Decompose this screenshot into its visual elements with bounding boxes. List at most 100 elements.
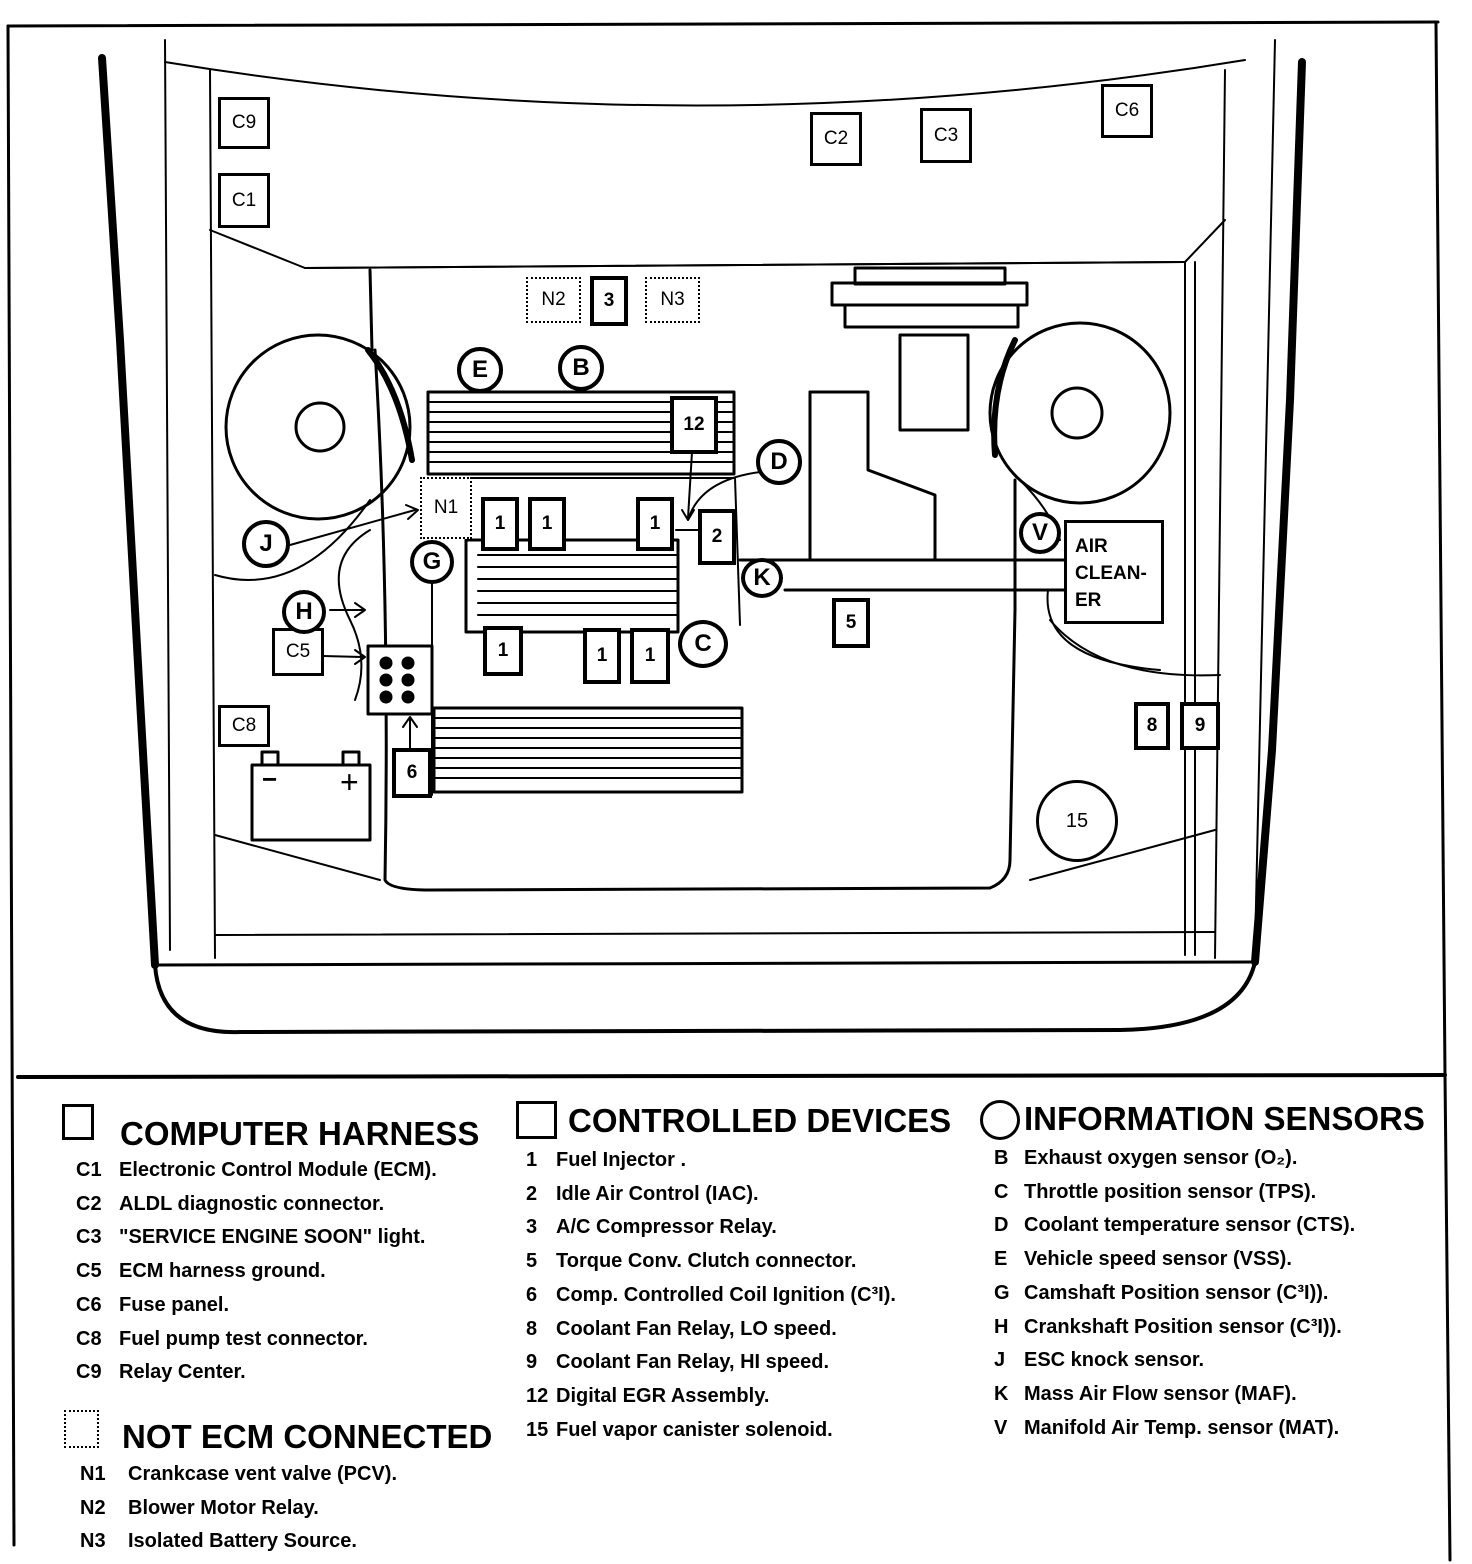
legend-title-not-ecm-connected: NOT ECM CONNECTED — [122, 1418, 493, 1455]
legend-code: C9 — [76, 1361, 102, 1384]
car-body-outline — [98, 39, 1306, 1035]
legend-description: Fuse panel. — [119, 1293, 230, 1316]
legend-code: 6 — [526, 1283, 538, 1306]
legend-code: C2 — [76, 1192, 102, 1215]
legend-description: ESC knock sensor. — [1024, 1349, 1205, 1372]
legend-description: Coolant Fan Relay, LO speed. — [556, 1317, 837, 1340]
legend-square-symbol — [62, 1104, 94, 1140]
callout-c9: C9 — [218, 97, 270, 149]
legend-code: E — [994, 1248, 1008, 1271]
callout-sensor-e: E — [457, 347, 503, 393]
legend-code: H — [994, 1315, 1009, 1338]
callout-c3: C3 — [920, 108, 972, 163]
legend-description: Comp. Controlled Coil Ignition (C³I). — [556, 1283, 896, 1306]
callout-c5: C5 — [272, 628, 324, 676]
callout-device-5: 5 — [832, 598, 870, 648]
callout-injector-1d: 1 — [483, 626, 523, 676]
legend-code: 12 — [526, 1384, 549, 1407]
callout-device-6: 6 — [392, 748, 432, 798]
legend-description: Blower Motor Relay. — [128, 1496, 319, 1519]
callout-device-8: 8 — [1134, 702, 1170, 750]
legend-description: Throttle position sensor (TPS). — [1024, 1180, 1317, 1203]
right-wheel — [988, 321, 1172, 505]
legend-code: G — [994, 1281, 1010, 1304]
callout-c8: C8 — [218, 705, 270, 747]
legend-title-computer-harness: COMPUTER HARNESS — [120, 1115, 480, 1152]
callout-n3: N3 — [645, 277, 700, 323]
air-cleaner-line-3: ER — [1075, 590, 1102, 611]
callout-device-15: 15 — [1036, 780, 1118, 862]
callout-device-3: 3 — [590, 276, 628, 326]
callout-injector-1c: 1 — [636, 497, 674, 551]
legend-code: N2 — [80, 1496, 106, 1519]
callout-injector-1e: 1 — [583, 628, 621, 684]
callout-device-2: 2 — [698, 509, 736, 565]
legend-code: 1 — [526, 1149, 538, 1171]
legend-code: 5 — [526, 1250, 538, 1273]
left-wheel — [224, 333, 415, 521]
legend-description: Idle Air Control (IAC). — [556, 1182, 759, 1205]
callout-sensor-b: B — [558, 345, 604, 391]
legend-code: J — [994, 1349, 1006, 1372]
engine-block — [368, 268, 1017, 892]
callout-c2: C2 — [810, 112, 862, 166]
legend-description: Vehicle speed sensor (VSS). — [1024, 1248, 1292, 1271]
legend-description: Crankcase vent valve (PCV). — [128, 1463, 398, 1485]
legend-code: N1 — [80, 1463, 106, 1485]
callout-sensor-c: C — [678, 620, 728, 668]
legend-description: A/C Compressor Relay. — [556, 1216, 777, 1239]
air-cleaner-line-1: AIR — [1075, 536, 1108, 557]
legend-code: C8 — [76, 1327, 102, 1350]
legend-title-controlled-devices: CONTROLLED DEVICES — [568, 1102, 952, 1139]
legend-description: Fuel vapor canister solenoid. — [556, 1418, 833, 1441]
legend-description: Camshaft Position sensor (C³I)). — [1024, 1281, 1329, 1304]
callout-sensor-k: K — [741, 558, 783, 598]
callout-device-12: 12 — [670, 396, 718, 454]
air-cleaner-line-2: CLEAN- — [1075, 563, 1147, 584]
legend-description: Mass Air Flow sensor (MAF). — [1024, 1382, 1297, 1405]
coil-pack — [366, 644, 434, 716]
legend-title-information-sensors: INFORMATION SENSORS — [1024, 1100, 1425, 1137]
legend-description: Coolant Fan Relay, HI speed. — [556, 1351, 830, 1374]
callout-n1: N1 — [420, 477, 472, 539]
legend-code: D — [994, 1214, 1009, 1237]
air-cleaner: AIR CLEAN- ER — [1064, 520, 1164, 624]
air-duct-assembly — [738, 266, 1161, 671]
callout-sensor-g: G — [410, 540, 454, 584]
legend-description: Relay Center. — [119, 1361, 246, 1384]
legend-code: 2 — [526, 1182, 538, 1205]
lower-manifold — [432, 706, 744, 794]
legend-code: 15 — [526, 1418, 549, 1441]
legend-description: Coolant temperature sensor (CTS). — [1024, 1214, 1356, 1237]
legend-code: V — [994, 1416, 1008, 1439]
legend-code: 9 — [526, 1351, 538, 1374]
legend-code: 8 — [526, 1317, 538, 1340]
callout-c6: C6 — [1101, 84, 1153, 138]
legend-code: N3 — [80, 1530, 106, 1552]
battery-minus: − — [262, 764, 278, 794]
legend-description: Crankshaft Position sensor (C³I)). — [1024, 1315, 1342, 1338]
legend-code: B — [994, 1147, 1009, 1169]
legend-code: 3 — [526, 1216, 538, 1239]
callout-sensor-v: V — [1019, 512, 1061, 554]
legend-code: C6 — [76, 1293, 102, 1316]
legend-square-symbol-controlled — [516, 1101, 557, 1139]
legend-code: C1 — [76, 1159, 102, 1181]
callout-injector-1a: 1 — [481, 497, 519, 551]
legend-description: Digital EGR Assembly. — [556, 1384, 770, 1407]
callout-injector-1f: 1 — [630, 628, 670, 684]
legend-description: Electronic Control Module (ECM). — [119, 1159, 437, 1181]
legend-code: C — [994, 1180, 1009, 1203]
callout-sensor-h: H — [282, 590, 326, 634]
legend-description: Torque Conv. Clutch connector. — [556, 1250, 857, 1273]
callout-n2: N2 — [526, 277, 581, 323]
legend-description: Manifold Air Temp. sensor (MAT). — [1024, 1416, 1340, 1439]
legend-code: C5 — [76, 1260, 102, 1283]
legend-description: "SERVICE ENGINE SOON" light. — [119, 1226, 426, 1249]
legend-dotted-symbol — [64, 1410, 99, 1448]
battery — [250, 750, 372, 842]
legend-description: Fuel Injector . — [556, 1149, 687, 1171]
legend-description: ECM harness ground. — [119, 1260, 326, 1283]
legend-description: Fuel pump test connector. — [119, 1327, 368, 1350]
